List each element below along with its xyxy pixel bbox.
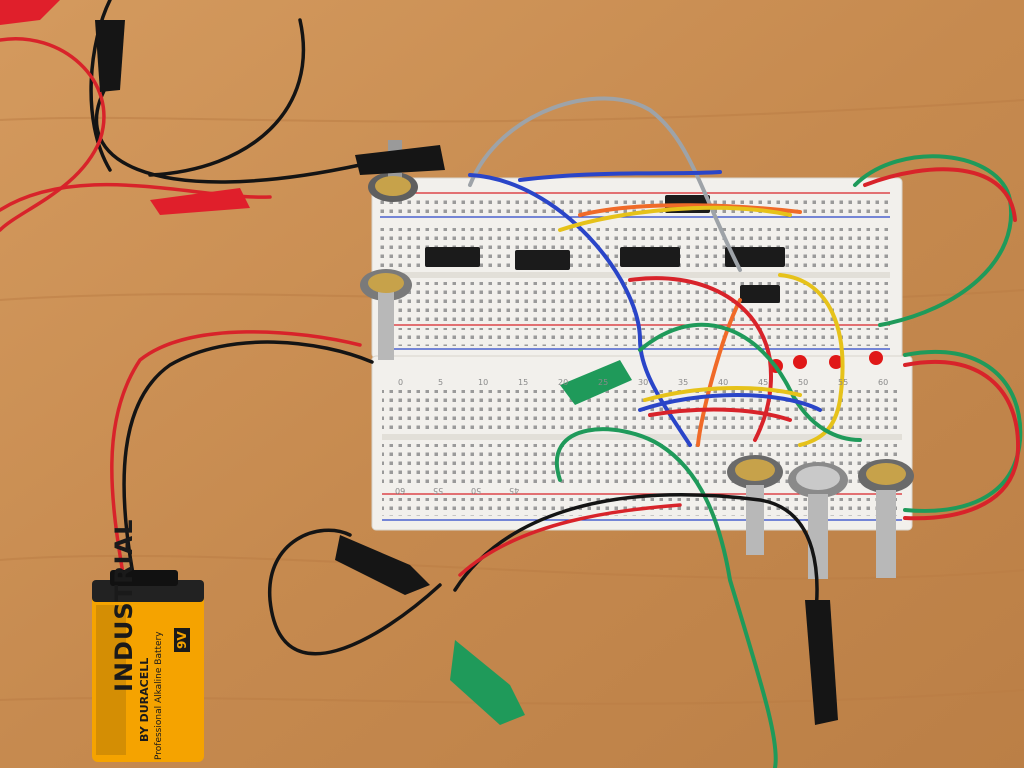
wire-red-right2 (903, 359, 1021, 521)
wire-red-cluster (648, 407, 792, 422)
row-number: 10 (478, 378, 489, 387)
ic-chip-4 (725, 247, 785, 267)
row-number: 60 (878, 378, 889, 387)
potentiometer-left (360, 269, 412, 360)
row-number: 30 (638, 378, 649, 387)
row-number: 45 (758, 378, 769, 387)
black-clip-bottom (335, 535, 430, 595)
jumper-wires (468, 96, 1023, 768)
row-number: 50 (798, 378, 809, 387)
row-number: 45 (509, 486, 520, 495)
potentiometer-bottom-1 (727, 455, 783, 555)
row-number: 5 (438, 378, 444, 387)
wire-green-bottom (555, 427, 778, 768)
ic-chip-1 (425, 247, 480, 267)
ic-chip-3 (620, 247, 680, 267)
row-number: 60 (395, 486, 406, 495)
red-clip-corner (0, 0, 60, 25)
battery-9v (92, 570, 204, 762)
alligator-clips (0, 0, 838, 725)
red-clip-top (150, 188, 250, 215)
row-number: 15 (518, 378, 529, 387)
wire-yellow-top (558, 205, 792, 232)
ic-chip-6 (740, 285, 780, 303)
wire-blue-cluster (638, 393, 822, 412)
row-number: 0 (398, 378, 404, 387)
row-number: 35 (678, 378, 689, 387)
black-clip-right (805, 600, 838, 725)
row-number: 50 (471, 486, 482, 495)
potentiometer-bottom-2 (788, 462, 848, 579)
black-clip-top (95, 20, 125, 92)
wire-yellow-right (778, 273, 845, 447)
wire-green-right2 (903, 349, 1023, 513)
potentiometer-bottom-3 (858, 459, 914, 578)
row-number: 40 (718, 378, 729, 387)
black-clip-pot (355, 145, 445, 175)
wire-red-mid (628, 276, 773, 442)
wire-green-loop (638, 322, 862, 442)
row-number: 25 (598, 378, 609, 387)
wire-orange (578, 203, 802, 217)
wire-yellow-cluster (643, 386, 802, 402)
green-clip-bottom (450, 640, 525, 725)
row-number: 55 (433, 486, 444, 495)
wire-red-right (863, 167, 1017, 222)
wire-blue-top (518, 170, 722, 182)
green-clip-board (560, 360, 632, 405)
row-number: 20 (558, 378, 569, 387)
ic-chip-2 (515, 250, 570, 270)
row-number: 55 (838, 378, 849, 387)
wire-orange-down (696, 298, 742, 447)
wire-gray (468, 96, 742, 272)
